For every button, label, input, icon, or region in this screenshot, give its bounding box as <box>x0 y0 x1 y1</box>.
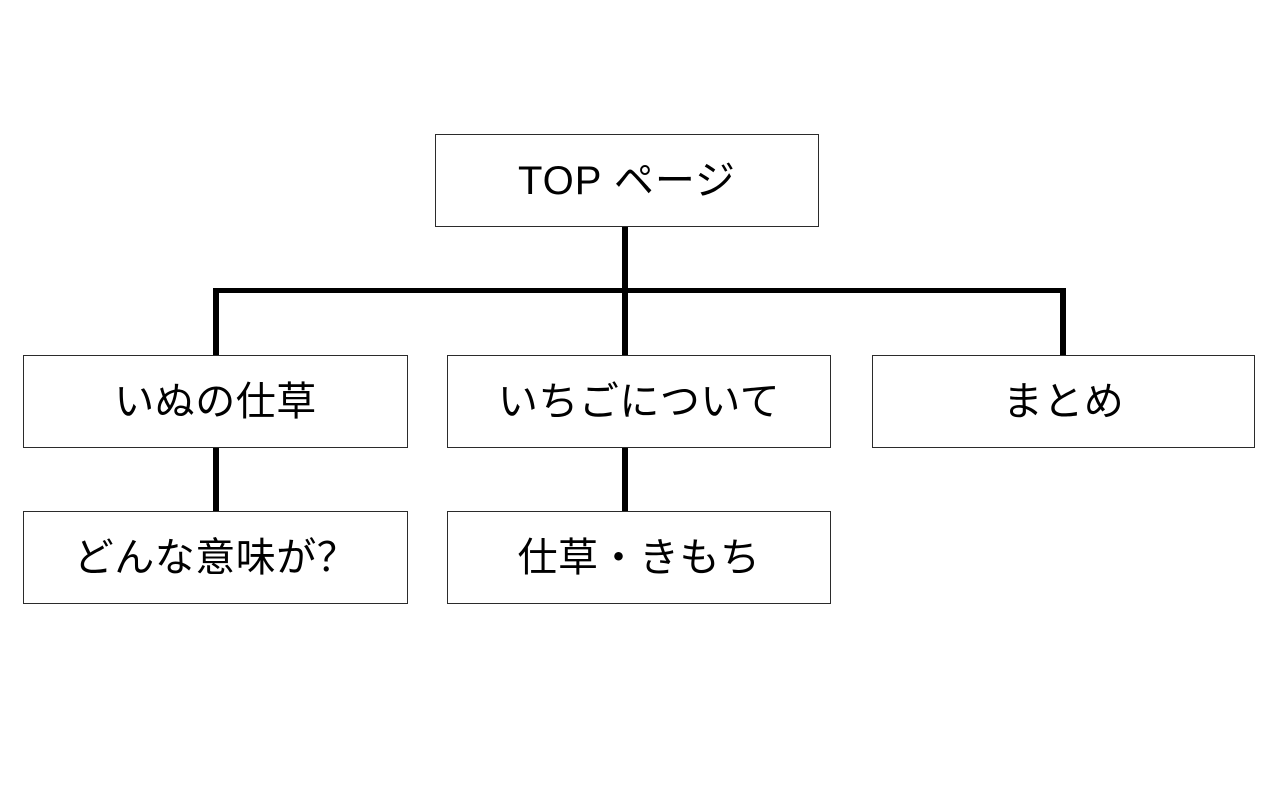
node-top-page[interactable]: TOP ページ <box>435 134 819 227</box>
connector-bus-to-inu <box>213 288 219 358</box>
node-ichigo-ni-tsuite[interactable]: いちごについて <box>447 355 831 448</box>
node-matome-label: まとめ <box>1002 379 1125 424</box>
node-inu-no-shigusa-label: いぬの仕草 <box>114 379 317 424</box>
connector-horizontal-bus <box>213 288 1066 293</box>
connector-bus-to-matome <box>1060 288 1066 358</box>
connector-ichigo-to-shigusa <box>622 446 628 513</box>
connector-inu-to-donna <box>213 446 219 513</box>
node-shigusa-kimochi[interactable]: 仕草・きもち <box>447 511 831 604</box>
node-shigusa-kimochi-label: 仕草・きもち <box>517 535 761 580</box>
node-matome[interactable]: まとめ <box>872 355 1255 448</box>
node-donna-imi-ga[interactable]: どんな意味が？ <box>23 511 408 604</box>
node-top-page-label: TOP ページ <box>517 158 737 203</box>
node-donna-imi-ga-label: どんな意味が？ <box>73 535 358 580</box>
node-inu-no-shigusa[interactable]: いぬの仕草 <box>23 355 408 448</box>
node-ichigo-ni-tsuite-label: いちごについて <box>497 379 781 424</box>
